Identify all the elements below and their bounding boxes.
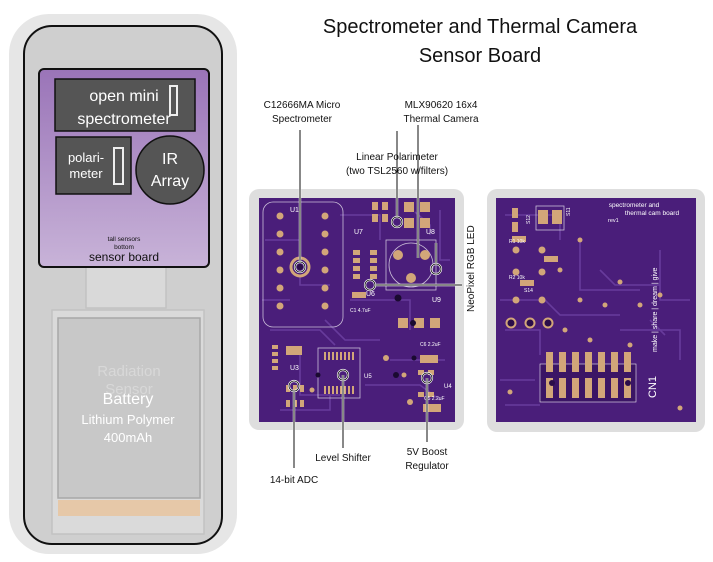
silk-back-rev: rev1 [608,218,619,224]
pcb-front-silkscreen: U1 U7 U8 U6 U9 U3 U5 U4 C1 4.7uF C6 2.2u… [290,207,452,402]
ghost-text-line1: Radiation [97,363,160,380]
silk-back-s11: S11 [566,207,572,216]
silk-back-r1: R1 10k [509,239,525,245]
silk-u8: U8 [426,229,435,236]
silk-back-s14: S14 [524,288,533,294]
battery-type: Lithium Polymer [81,412,175,427]
silk-u1: U1 [290,207,299,214]
spectrometer-label-line1: open mini [89,88,158,105]
silk-u4: U4 [444,384,452,390]
board-note-line2: bottom [114,244,134,251]
board-label: sensor board [89,250,159,264]
diagram-title-line2: Sensor Board [419,45,541,67]
callout-thermal-camera-line1: MLX90620 16x4 [405,100,478,111]
pcb-front: U1 U7 U8 U6 U9 U3 U5 U4 C1 4.7uF C6 2.2u… [249,189,464,430]
silk-back-r2: R2 10k [509,275,525,281]
silk-back-cn1: CN1 [647,376,659,398]
silk-c5: C5 2.2uF [424,396,445,402]
connector-cn1 [539,352,637,403]
battery-capacity: 400mAh [104,430,152,445]
battery-area: Radiation Sensor Battery Lithium Polymer… [51,257,205,535]
callout-boost-line1: 5V Boost [407,447,448,458]
callout-polarimeter-line1: Linear Polarimeter [356,152,438,163]
callout-level-shifter: Level Shifter [315,453,371,464]
callout-polarimeter-line2: (two TSL2560 w/filters) [346,166,448,177]
callout-micro-spectrometer-line2: Spectrometer [272,114,333,125]
ir-array-label-line2: Array [151,173,189,190]
silk-back-motto: make | share | dream | give [652,267,659,352]
callout-lines-dark [293,125,462,468]
silk-back-title1: spectrometer and [609,202,660,209]
polarimeter-label-line2: meter [69,166,103,181]
callout-thermal-camera-line2: Thermal Camera [403,114,478,125]
pcb-back: spectrometer and thermal cam board rev1 … [487,189,705,432]
board-note-line1: tall sensors [108,236,142,243]
silk-u6: U6 [366,291,375,298]
callout-boost-line2: Regulator [405,461,449,472]
callout-neopixel: NeoPixel RGB LED [466,225,477,312]
silk-c1: C1 4.7uF [350,308,371,314]
pcb-back-silkscreen: spectrometer and thermal cam board rev1 … [509,202,679,398]
silk-u5: U5 [364,374,372,380]
silk-u3: U3 [290,365,299,372]
callout-micro-spectrometer-line1: C12666MA Micro [264,100,341,111]
ir-array-label-line1: IR [162,151,178,168]
ir-array-module [135,135,205,205]
callout-adc: 14-bit ADC [270,475,318,486]
polarimeter-label-line1: polari- [68,150,104,165]
silk-back-s12: S12 [526,215,532,224]
silk-u7: U7 [354,229,363,236]
spectrometer-label-line2: spectrometer [77,111,171,128]
sensor-board: open mini spectrometer polari- meter IR … [38,68,210,268]
battery-title: Battery [103,391,154,408]
diagram-title-line1: Spectrometer and Thermal Camera [323,16,638,38]
silk-u9: U9 [432,297,441,304]
ghost-text-line2: Sensor [105,381,153,398]
silk-back-title2: thermal cam board [625,210,680,217]
silk-c6: C6 2.2uF [420,342,441,348]
